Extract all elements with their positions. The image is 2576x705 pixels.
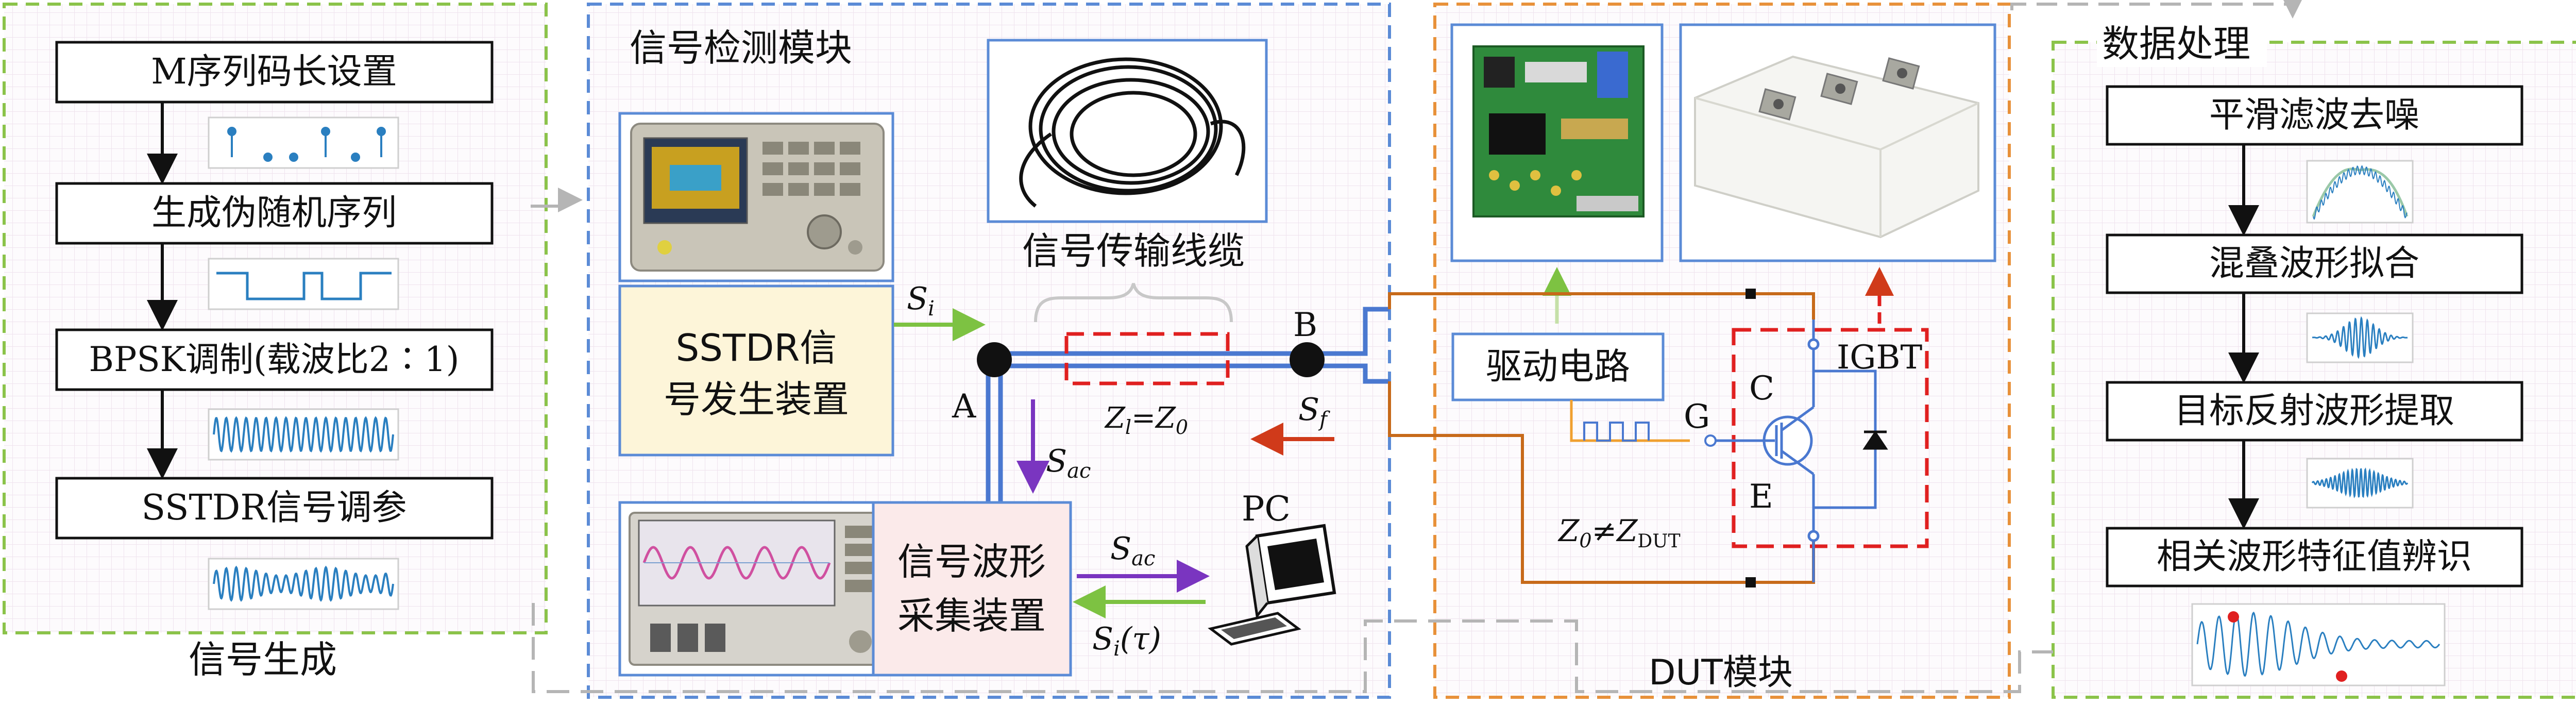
sstdr-thumbnail bbox=[208, 558, 399, 610]
proc-step-box-1 bbox=[2106, 85, 2523, 146]
driver-label: 驱动电路 bbox=[1486, 345, 1630, 388]
pseudo-random-thumbnail bbox=[208, 258, 399, 310]
detection-title: 信号检测模块 bbox=[630, 26, 852, 70]
si-label: Si bbox=[907, 281, 935, 321]
driver-box bbox=[1451, 332, 1665, 401]
fitting-thumbnail bbox=[2306, 312, 2414, 363]
generation-panel: M序列码长设置 生成伪随机序列 BPSK调制(载波比2∶1) SSTDR信号调参 bbox=[3, 3, 548, 634]
generator-label-line2: 号发生装置 bbox=[664, 378, 849, 421]
gen-step-2: 生成伪随机序列 bbox=[151, 193, 397, 233]
pc-label: PC bbox=[1242, 489, 1291, 529]
smoothing-thumbnail bbox=[2306, 160, 2414, 224]
pc-icon: PC bbox=[1208, 489, 1336, 646]
igbt-module-photo bbox=[1679, 23, 1996, 262]
gen-step-box-3 bbox=[55, 328, 494, 391]
extraction-thumbnail bbox=[2306, 458, 2414, 509]
proc-step-3: 目标反射波形提取 bbox=[2174, 391, 2454, 431]
acquisition-label-line1: 信号波形 bbox=[897, 540, 1046, 583]
acquisition-label-line2: 采集装置 bbox=[897, 594, 1046, 637]
sac-down-label: Sac bbox=[1046, 443, 1091, 483]
generator-label-line1: SSTDR信 bbox=[676, 326, 837, 370]
gen-step-box-2 bbox=[55, 182, 494, 245]
dut-title: DUT模块 bbox=[1649, 652, 1793, 693]
igbt-symbol bbox=[1716, 320, 1888, 582]
proc-step-2: 混叠波形拟合 bbox=[2209, 243, 2419, 284]
detection-panel: 信号检测模块 SSTDR信 号发生装置 bbox=[587, 3, 1391, 699]
gen-step-4: SSTDR信号调参 bbox=[141, 488, 406, 528]
proc-step-4: 相关波形特征值辨识 bbox=[2157, 536, 2472, 577]
bpsk-thumbnail bbox=[208, 408, 399, 461]
fault-region bbox=[1064, 332, 1230, 385]
node-b-label: B bbox=[1293, 306, 1317, 344]
proc-step-box-2 bbox=[2106, 233, 2523, 294]
cable-label: 信号传输线缆 bbox=[1022, 229, 1245, 273]
pin-g-label: G bbox=[1684, 398, 1710, 436]
proc-step-1: 平滑滤波去噪 bbox=[2209, 95, 2419, 136]
generation-title: 信号生成 bbox=[189, 638, 337, 681]
mismatch-label: Z0≠ZDUT bbox=[1557, 513, 1681, 552]
feature-thumbnail bbox=[2191, 603, 2446, 686]
generator-box bbox=[618, 284, 894, 457]
proc-step-box-3 bbox=[2106, 381, 2523, 442]
gen-step-1: M序列码长设置 bbox=[151, 52, 397, 92]
processing-title: 数据处理 bbox=[2102, 22, 2250, 65]
feature-trough-marker bbox=[2336, 670, 2347, 682]
feature-peak-marker bbox=[2228, 611, 2239, 623]
pin-e-label: E bbox=[1749, 478, 1773, 516]
m-sequence-thumbnail bbox=[208, 116, 399, 169]
gen-step-box-4 bbox=[55, 477, 494, 540]
signal-generator-photo bbox=[618, 112, 894, 282]
cable-bracket bbox=[1034, 283, 1233, 323]
gen-step-box-1 bbox=[55, 41, 494, 104]
acquisition-box bbox=[872, 501, 1072, 677]
driver-board-photo bbox=[1450, 23, 1664, 262]
cable-photo bbox=[987, 39, 1268, 223]
node-a-label: A bbox=[952, 388, 976, 426]
igbt-region bbox=[1732, 328, 1929, 548]
gate-pulse bbox=[1570, 400, 1690, 442]
cable-bus bbox=[986, 307, 1389, 502]
sitau-label: Si(τ) bbox=[1092, 621, 1161, 661]
impedance-label: Zl=Z0 bbox=[1104, 401, 1188, 439]
sac-right-label: Sac bbox=[1110, 531, 1155, 570]
flow-connectors bbox=[531, 0, 2305, 693]
dut-panel: 驱动电路 G IGBT C E bbox=[1388, 3, 2011, 699]
pin-c-label: C bbox=[1749, 370, 1774, 408]
gen-step-3: BPSK调制(载波比2∶1) bbox=[89, 340, 460, 379]
proc-step-box-4 bbox=[2106, 527, 2523, 588]
node-a bbox=[977, 342, 1012, 377]
node-b bbox=[1290, 342, 1325, 377]
processing-panel: 数据处理 平滑滤波去噪 混叠波形拟合 目标反射波形提取 相关波形特征值辨识 bbox=[2052, 21, 2576, 699]
oscilloscope-photo bbox=[618, 501, 900, 677]
